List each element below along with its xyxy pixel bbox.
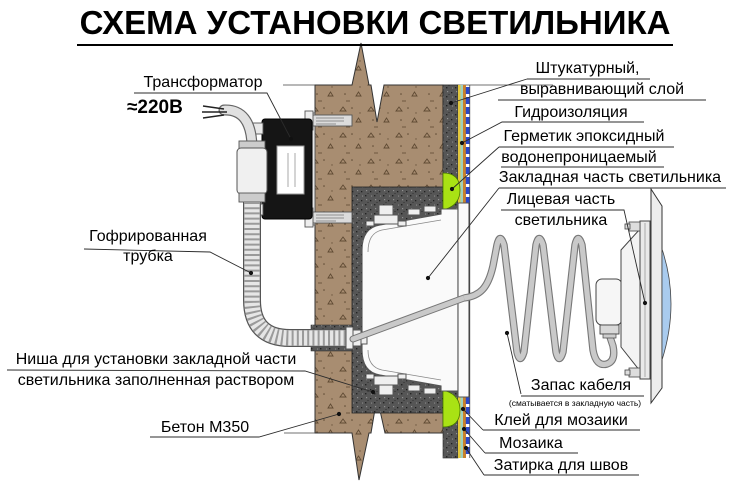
label-niche-1: Ниша для установки закладной части xyxy=(15,351,297,368)
corrugated-tube xyxy=(243,202,348,347)
label-face-part-2: светильника xyxy=(514,212,608,229)
mains-wires xyxy=(202,105,227,119)
lamp-cable-housing xyxy=(595,278,623,326)
label-sealant-2: водонепроницаемый xyxy=(501,149,657,166)
page-title: СХЕМА УСТАНОВКИ СВЕТИЛЬНИКА xyxy=(0,4,750,46)
lamp-cone xyxy=(620,227,641,373)
label-mosaic-glue: Клей для мозаики xyxy=(494,412,628,429)
label-concrete: Бетон М350 xyxy=(160,419,250,436)
power-feed xyxy=(202,104,268,203)
label-waterproofing: Гидроизоляция xyxy=(514,104,628,121)
lamp-face-panel xyxy=(650,187,663,405)
label-sealant-1: Герметик эпоксидный xyxy=(503,128,665,145)
label-plaster-2: выравнивающий слой xyxy=(519,81,685,98)
transformer xyxy=(245,110,353,228)
epoxy-sealant xyxy=(442,172,461,428)
label-grout: Затирка для швов xyxy=(493,457,629,474)
label-transformer: Трансформатор xyxy=(143,74,263,91)
label-cable-reserve-note: (сматывается в закладную часть) xyxy=(508,398,642,408)
label-plaster-1: Штукатурный, xyxy=(535,60,640,77)
label-voltage: ≈220В xyxy=(127,97,183,118)
label-cable-reserve: Запас кабеля xyxy=(530,377,632,394)
label-face-part-1: Лицевая часть xyxy=(506,191,616,208)
label-corrugated-tube-1: Гофрированная xyxy=(89,228,207,245)
transformer-label-plate xyxy=(276,145,305,195)
label-embedded-part: Закладная часть светильника xyxy=(498,169,722,186)
cable-coupling xyxy=(236,147,268,195)
lamp-lens xyxy=(661,248,672,361)
label-niche-2: светильника заполненная раствором xyxy=(17,372,295,389)
label-corrugated-tube-2: трубка xyxy=(123,248,173,265)
leader-lines xyxy=(6,78,726,476)
label-mosaic: Мозаика xyxy=(499,435,563,452)
cable-run xyxy=(349,234,618,369)
